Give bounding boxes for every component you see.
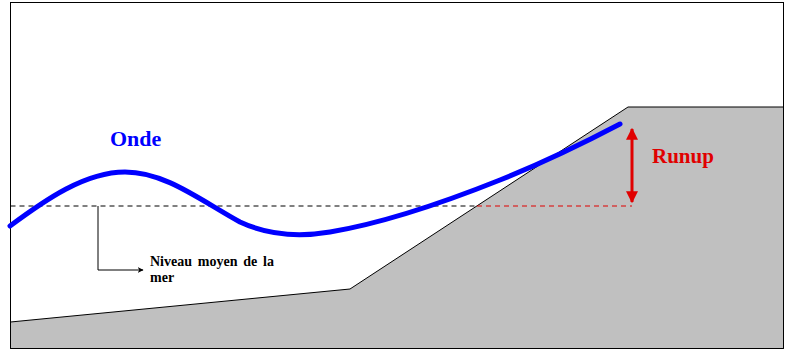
- runup-label: Runup: [652, 144, 714, 169]
- frame: [11, 3, 784, 349]
- wave-profile: [10, 124, 620, 235]
- runup-reference: [477, 206, 632, 207]
- leader-line: [98, 206, 143, 270]
- seabed-slope: [11, 107, 784, 349]
- sea-level-label: Niveau moyen de la mer: [150, 254, 274, 286]
- runup-arrow: [631, 129, 634, 202]
- mean-sea-level: [11, 206, 478, 207]
- wave-label: Onde: [110, 126, 161, 152]
